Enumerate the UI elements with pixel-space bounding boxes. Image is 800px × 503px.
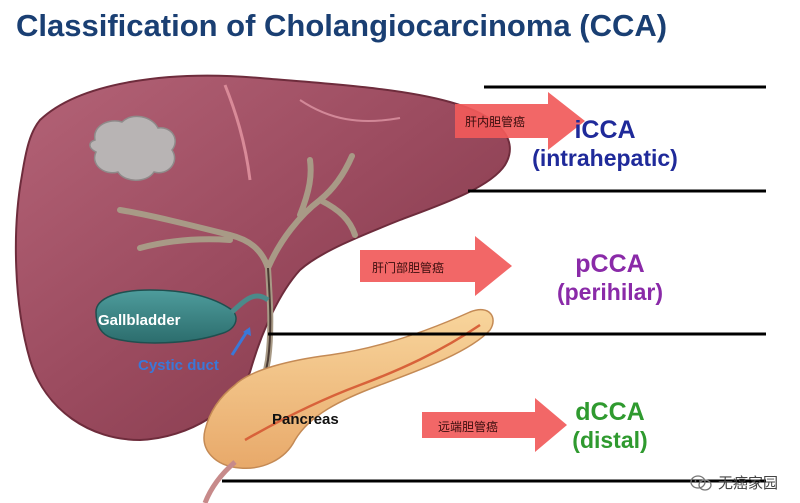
- cystic-duct-pointer: [230, 329, 250, 356]
- pcca-name: pCCA: [575, 250, 645, 278]
- liver-fissure: [299, 99, 401, 122]
- chat-bubble-icon: [690, 474, 712, 492]
- arrow-text-dcca: 远端胆管癌: [438, 420, 499, 434]
- page-title: Classification of Cholangiocarcinoma (CC…: [16, 8, 668, 43]
- icca-name: iCCA: [574, 116, 636, 144]
- gallbladder-shape: [95, 289, 237, 344]
- cystic-duct-label: Cystic duct: [138, 357, 219, 374]
- pancreatic-duct: [244, 323, 481, 442]
- icca-label-group: iCCA (intrahepatic): [520, 116, 690, 172]
- pcca-label-group: pCCA (perihilar): [525, 250, 695, 306]
- gallbladder-label: Gallbladder: [98, 312, 181, 329]
- dcca-name: dCCA: [575, 398, 645, 426]
- falciform-ligament: [223, 84, 252, 181]
- arrow-text-icca: 肝内胆管癌: [465, 115, 526, 129]
- bile-duct-tree: [117, 153, 358, 458]
- duodenum: [202, 460, 237, 503]
- dcca-label-group: dCCA (distal): [545, 398, 675, 454]
- watermark-text: 无癌家园: [717, 475, 778, 492]
- icca-sub: (intrahepatic): [532, 145, 678, 171]
- dcca-sub: (distal): [572, 427, 648, 453]
- pcca-sub: (perihilar): [556, 279, 664, 305]
- watermark: 无癌家园: [690, 472, 778, 493]
- cystic-duct-shape: [230, 293, 270, 314]
- arrow-dcca: [422, 398, 567, 452]
- arrow-text-pcca: 肝门部胆管癌: [372, 261, 445, 275]
- arrow-pcca: [360, 236, 512, 296]
- tumor: [89, 115, 176, 181]
- cystic-duct-pointer-head: [243, 327, 251, 336]
- pancreas-label: Pancreas: [272, 411, 339, 428]
- arrow-icca: [455, 92, 585, 150]
